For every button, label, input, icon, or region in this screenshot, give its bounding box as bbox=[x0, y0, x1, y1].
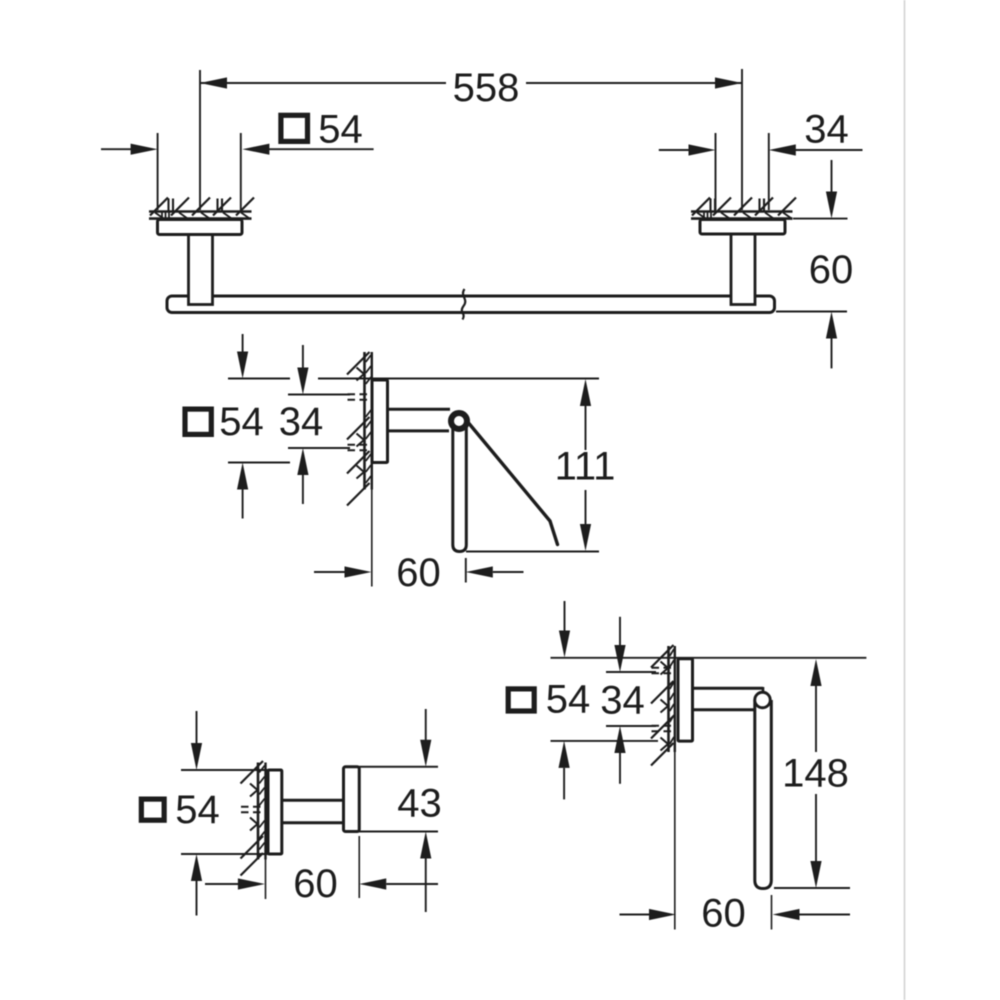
svg-text:34: 34 bbox=[279, 400, 324, 444]
svg-text:54: 54 bbox=[318, 108, 363, 152]
svg-text:54: 54 bbox=[175, 788, 220, 832]
svg-text:111: 111 bbox=[555, 445, 616, 489]
svg-text:54: 54 bbox=[546, 678, 591, 722]
svg-text:60: 60 bbox=[293, 862, 338, 906]
svg-text:34: 34 bbox=[804, 108, 849, 152]
svg-text:60: 60 bbox=[809, 248, 854, 292]
svg-text:60: 60 bbox=[396, 551, 441, 595]
svg-text:148: 148 bbox=[782, 752, 849, 796]
svg-text:54: 54 bbox=[219, 400, 264, 444]
svg-text:43: 43 bbox=[397, 782, 442, 826]
svg-text:34: 34 bbox=[600, 679, 645, 723]
svg-text:60: 60 bbox=[701, 892, 746, 936]
svg-text:558: 558 bbox=[453, 66, 520, 110]
